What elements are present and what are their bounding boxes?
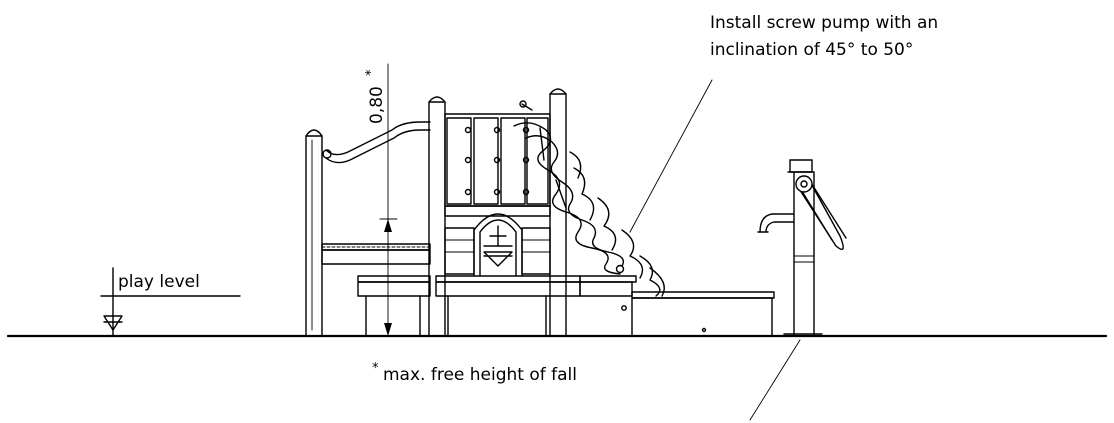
annotation-line-2: inclination of 45° to 50° [710, 40, 913, 60]
sandbox-basin [631, 291, 775, 337]
deck-platform [321, 243, 431, 265]
footnote-text: max. free height of fall [383, 365, 577, 385]
hand-pump [757, 159, 847, 337]
height-dimension: 0,80 * [364, 63, 398, 337]
footnote-asterisk: * [372, 361, 379, 376]
annotation-leader-line [629, 79, 713, 233]
screw-pump [513, 100, 665, 297]
tower-post-right [549, 88, 567, 337]
play-level-label: play level [118, 272, 200, 292]
dimension-asterisk: * [364, 69, 379, 76]
play-level-marker: play level [100, 267, 241, 337]
annotation-line-1: Install screw pump with an [710, 13, 938, 33]
water-wheel-arch [444, 213, 551, 277]
handrail [322, 121, 431, 164]
pump-leader-line [749, 339, 801, 421]
tower-wall-panel [444, 113, 551, 217]
dimension-value: 0,80 [367, 86, 387, 124]
tower-post-left [428, 96, 446, 337]
right-trough [579, 275, 637, 311]
left-post [305, 129, 323, 337]
left-table [357, 275, 431, 337]
middle-table [435, 275, 581, 337]
